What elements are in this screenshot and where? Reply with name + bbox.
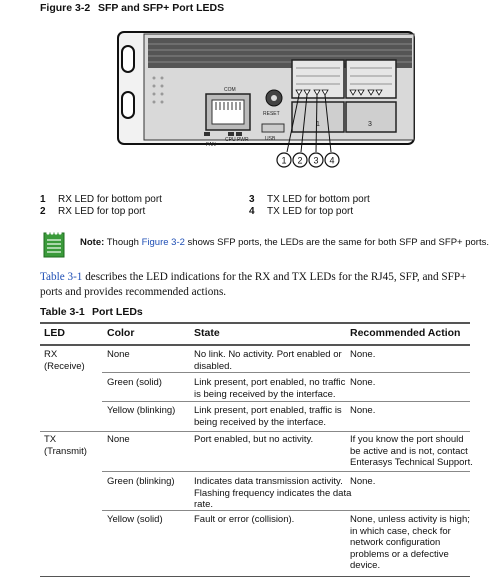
port-3-label: 3 xyxy=(368,121,372,128)
callout-4: 4 xyxy=(329,156,334,166)
table-cell-color: Yellow (blinking) xyxy=(107,405,176,416)
table-cell-state: Fault or error (collision). xyxy=(194,514,295,525)
table-header-cell: State xyxy=(194,327,220,339)
table-cell-color: Green (solid) xyxy=(107,377,162,388)
table-cell-action: None. xyxy=(350,476,376,487)
description-paragraph: Table 3-1 describes the LED indications … xyxy=(40,271,467,298)
table-rule xyxy=(40,576,470,577)
table-cell-color: Yellow (solid) xyxy=(107,514,163,525)
table-rule xyxy=(40,344,470,346)
table-cell-action: None. xyxy=(350,349,376,360)
figure-number: Figure 3-2 xyxy=(40,2,91,14)
table-cell-color: None xyxy=(107,434,130,445)
figure-caption: SFP and SFP+ Port LEDS xyxy=(98,2,225,14)
fan-label: FAN xyxy=(206,142,216,148)
table-cell-state: Indicates data transmission activity.Fla… xyxy=(194,476,352,510)
sfp-port-illustration: COM FAN CPU PWR RESET USB 1 3 xyxy=(117,31,415,168)
note-icon xyxy=(43,231,65,258)
cpu-pwr-label: CPU PWR xyxy=(225,137,249,143)
usb-label: USB xyxy=(265,136,276,142)
com-label: COM xyxy=(224,87,236,93)
table-link[interactable]: Table 3-1 xyxy=(40,271,83,283)
table-rule xyxy=(40,322,470,324)
table-header-cell: Color xyxy=(107,327,135,339)
table-cell-action: None, unless activity is high;in which c… xyxy=(350,514,470,571)
callout-3: 3 xyxy=(313,156,318,166)
callout-1: 1 xyxy=(281,156,286,166)
figure-link[interactable]: Figure 3-2 xyxy=(141,237,185,248)
table-header-cell: LED xyxy=(44,327,65,339)
port-1-label: 1 xyxy=(316,121,320,128)
table-cell-color: Green (blinking) xyxy=(107,476,175,487)
callout-2: 2 xyxy=(297,156,302,166)
note-text: Note: Though Figure 3-2 shows SFP ports,… xyxy=(80,237,489,248)
table-header-cell: Recommended Action xyxy=(350,327,461,339)
table-row-rule xyxy=(40,431,470,432)
reset-label: RESET xyxy=(263,111,280,117)
table-cell-led: TX(Transmit) xyxy=(44,434,87,457)
table-cell-action: None. xyxy=(350,405,376,416)
table-cell-led: RX(Receive) xyxy=(44,349,85,372)
table-row-rule xyxy=(102,372,470,373)
table-row-rule xyxy=(102,510,470,511)
table-row-rule xyxy=(102,401,470,402)
table-row-rule xyxy=(102,471,470,472)
table-cell-state: Port enabled, but no activity. xyxy=(194,434,314,445)
table-cell-action: None. xyxy=(350,377,376,388)
table-cell-color: None xyxy=(107,349,130,360)
figure-title: Figure 3-2 SFP and SFP+ Port LEDS xyxy=(40,2,224,14)
